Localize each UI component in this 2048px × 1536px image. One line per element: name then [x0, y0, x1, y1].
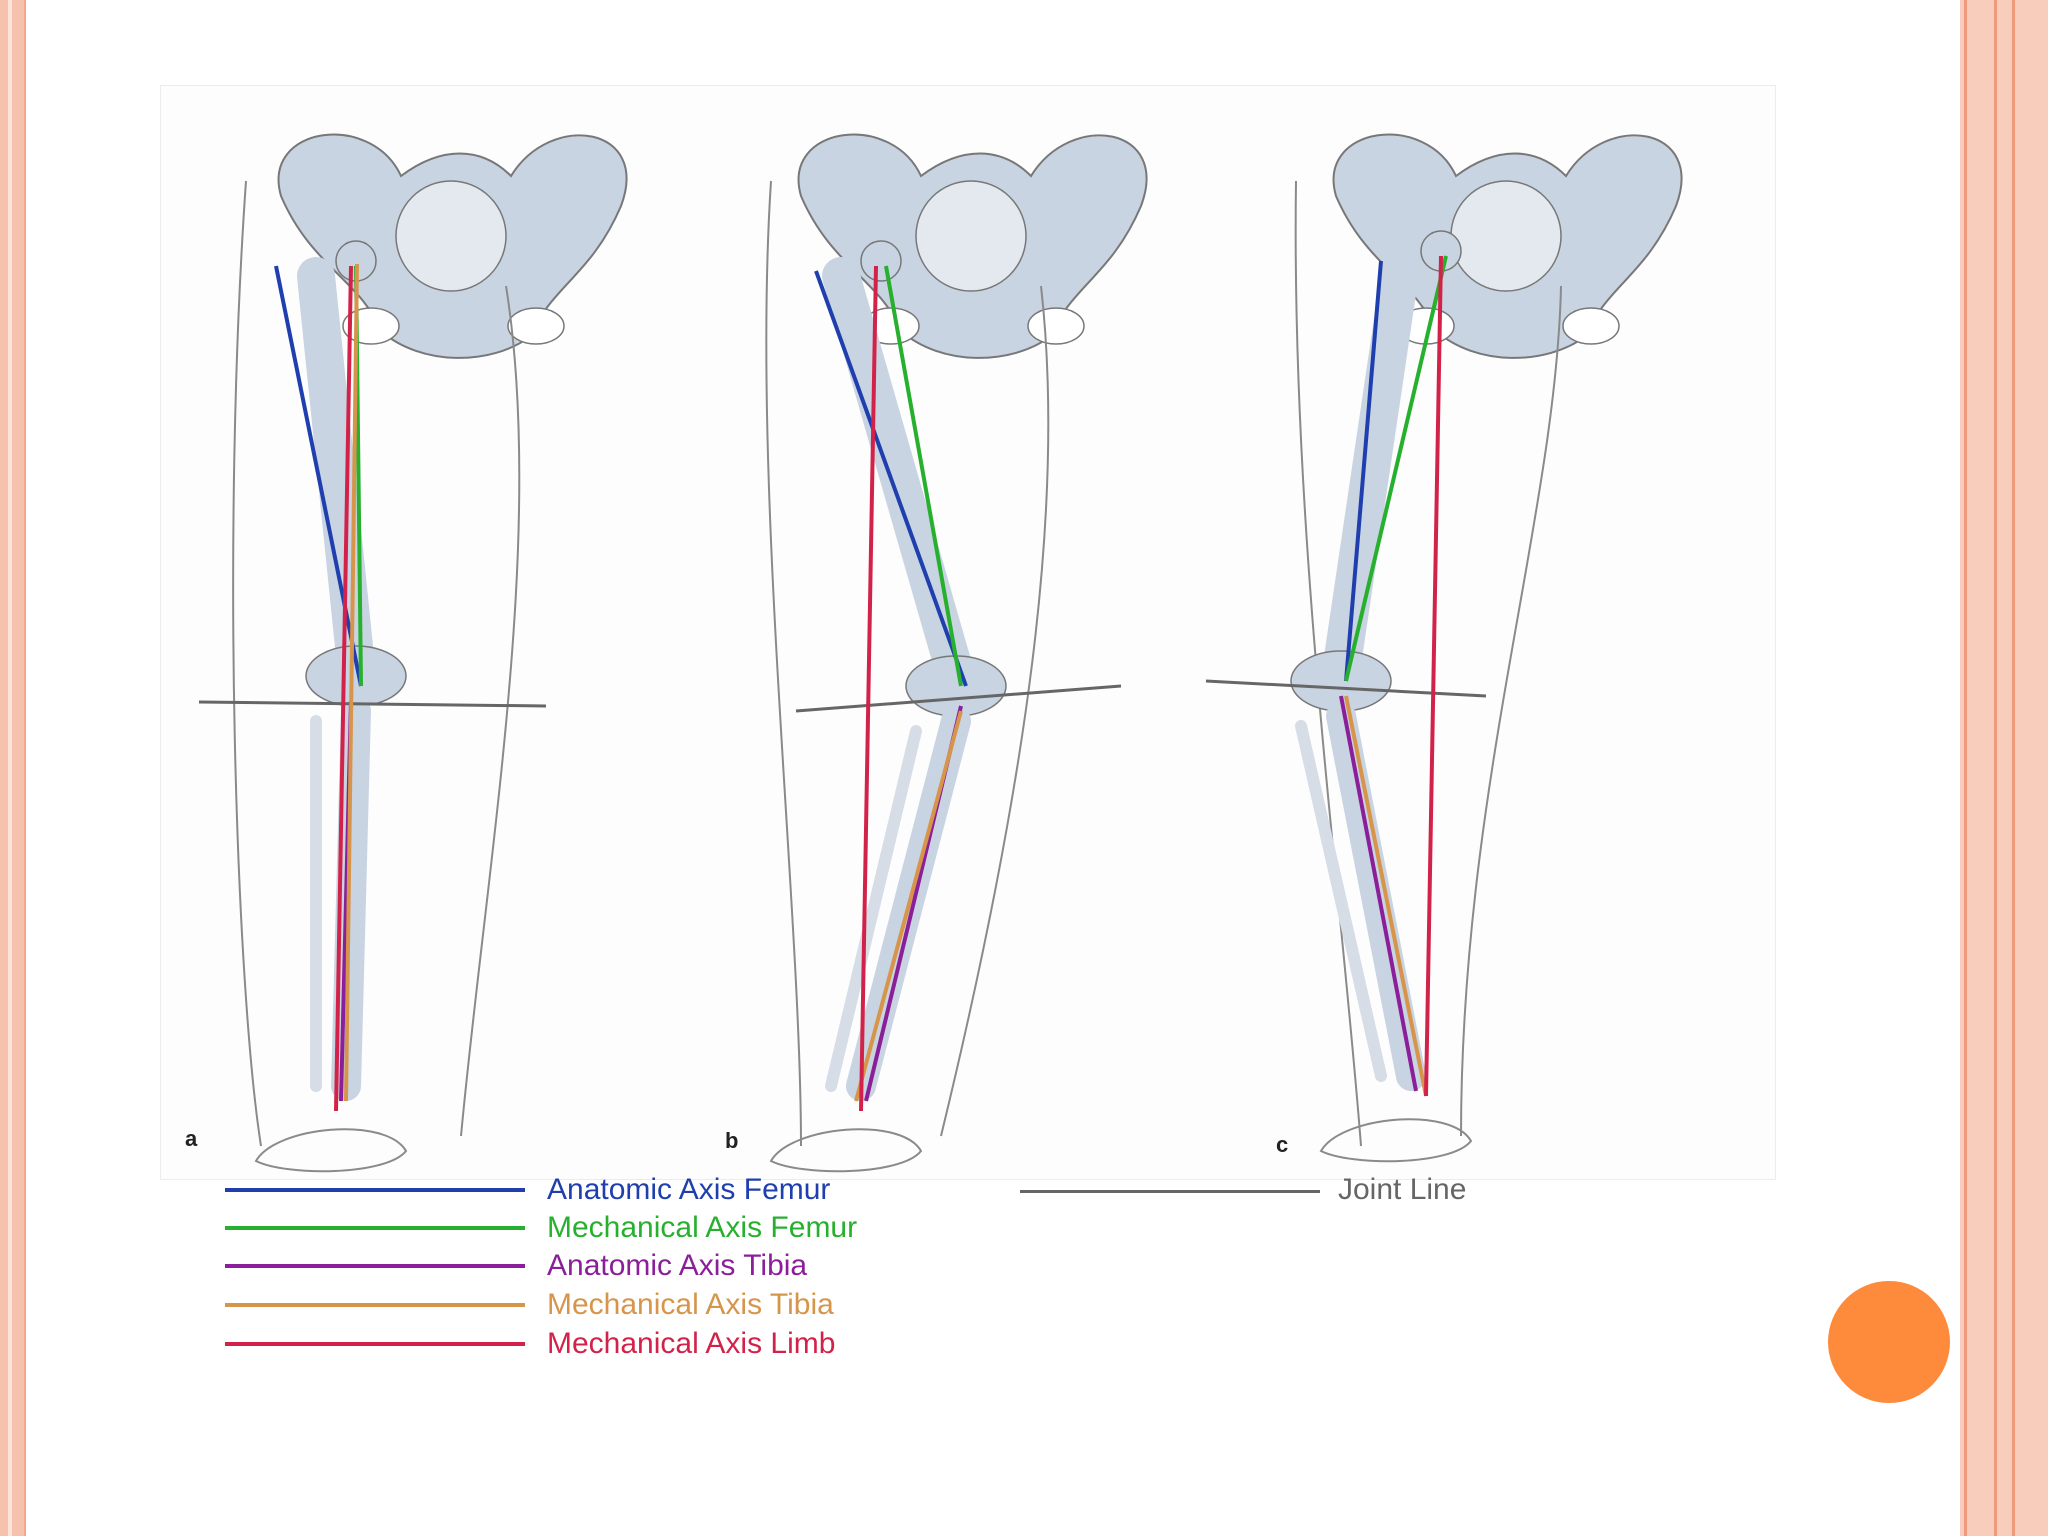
limb-alignment-illustration [198, 133, 1683, 1173]
legend-label: Mechanical Axis Femur [547, 1211, 858, 1244]
fibula [825, 725, 922, 1092]
leg-outline [940, 285, 1050, 1137]
legend-label: Mechanical Axis Limb [547, 1327, 836, 1360]
panel-c-illustration [1205, 133, 1683, 1163]
legend-swatch [225, 1188, 525, 1192]
anatomic-axis-femur-line [814, 270, 968, 687]
legend-label: Mechanical Axis Tibia [547, 1288, 834, 1321]
limb-alignment-figure: a b c [160, 85, 1776, 1180]
legend-swatch [225, 1303, 525, 1307]
foot-outline [254, 1128, 408, 1173]
anatomic-axis-femur-line [1344, 260, 1383, 682]
mechanical-axis-femur-line [1344, 255, 1448, 682]
legend-swatch [225, 1226, 525, 1230]
obturator-foramen [1027, 307, 1085, 345]
joint-line [795, 684, 1122, 713]
joint-line [198, 700, 547, 708]
mechanical-axis-femur-line [884, 265, 963, 687]
obturator-foramen [507, 307, 565, 345]
leg-outline [765, 180, 802, 1147]
mechanical-axis-tibia-line [854, 710, 963, 1102]
mechanical-axis-tibia-line [344, 263, 359, 1102]
leg-outline [1460, 285, 1562, 1137]
legend-item-mechanical-axis-limb: Mechanical Axis Limb [225, 1326, 1125, 1362]
legend-swatch [225, 1264, 525, 1268]
legend-label: Anatomic Axis Femur [547, 1173, 831, 1206]
femoral-head [860, 240, 902, 282]
legend-item-anatomic-axis-tibia: Anatomic Axis Tibia [225, 1248, 1125, 1284]
slide-left-border [0, 0, 26, 1536]
legend-label: Anatomic Axis Tibia [547, 1249, 808, 1282]
slide-accent-dot [1828, 1281, 1950, 1403]
leg-outline [460, 285, 521, 1137]
panel-b-illustration [765, 133, 1148, 1173]
panel-a-illustration [198, 133, 628, 1173]
legend-item-anatomic-axis-femur: Anatomic Axis Femur [225, 1172, 1125, 1208]
mechanical-axis-tibia-line [1344, 695, 1428, 1097]
slide-right-border [1960, 0, 2048, 1536]
panel-label-a: a [185, 1126, 198, 1151]
legend-swatch [1020, 1190, 1320, 1193]
joint-line [1205, 679, 1487, 698]
axis-legend: Anatomic Axis Femur Mechanical Axis Femu… [225, 1172, 1525, 1372]
panel-label-b: b [725, 1128, 739, 1153]
sacrum [395, 180, 507, 292]
legend-label: Joint Line [1338, 1173, 1467, 1206]
foot-outline [1319, 1118, 1473, 1163]
panel-label-c: c [1276, 1132, 1289, 1157]
sacrum [915, 180, 1027, 292]
anatomic-axis-tibia-line [1339, 695, 1418, 1092]
foot-outline [769, 1128, 923, 1173]
fibula [1295, 720, 1387, 1082]
legend-swatch [225, 1342, 525, 1346]
legend-item-joint-line: Joint Line [1020, 1172, 1540, 1208]
obturator-foramen [1562, 307, 1620, 345]
legend-item-mechanical-axis-tibia: Mechanical Axis Tibia [225, 1287, 1125, 1323]
tibia [1326, 701, 1426, 1091]
mechanical-axis-limb-line [334, 265, 353, 1112]
sacrum [1450, 180, 1562, 292]
femur [297, 257, 375, 685]
legend-item-mechanical-axis-femur: Mechanical Axis Femur [225, 1210, 1125, 1246]
mechanical-axis-limb-line [859, 265, 878, 1112]
anatomic-axis-femur-line [274, 265, 363, 687]
leg-outline [232, 180, 262, 1147]
mechanical-axis-limb-line [1424, 255, 1443, 1097]
